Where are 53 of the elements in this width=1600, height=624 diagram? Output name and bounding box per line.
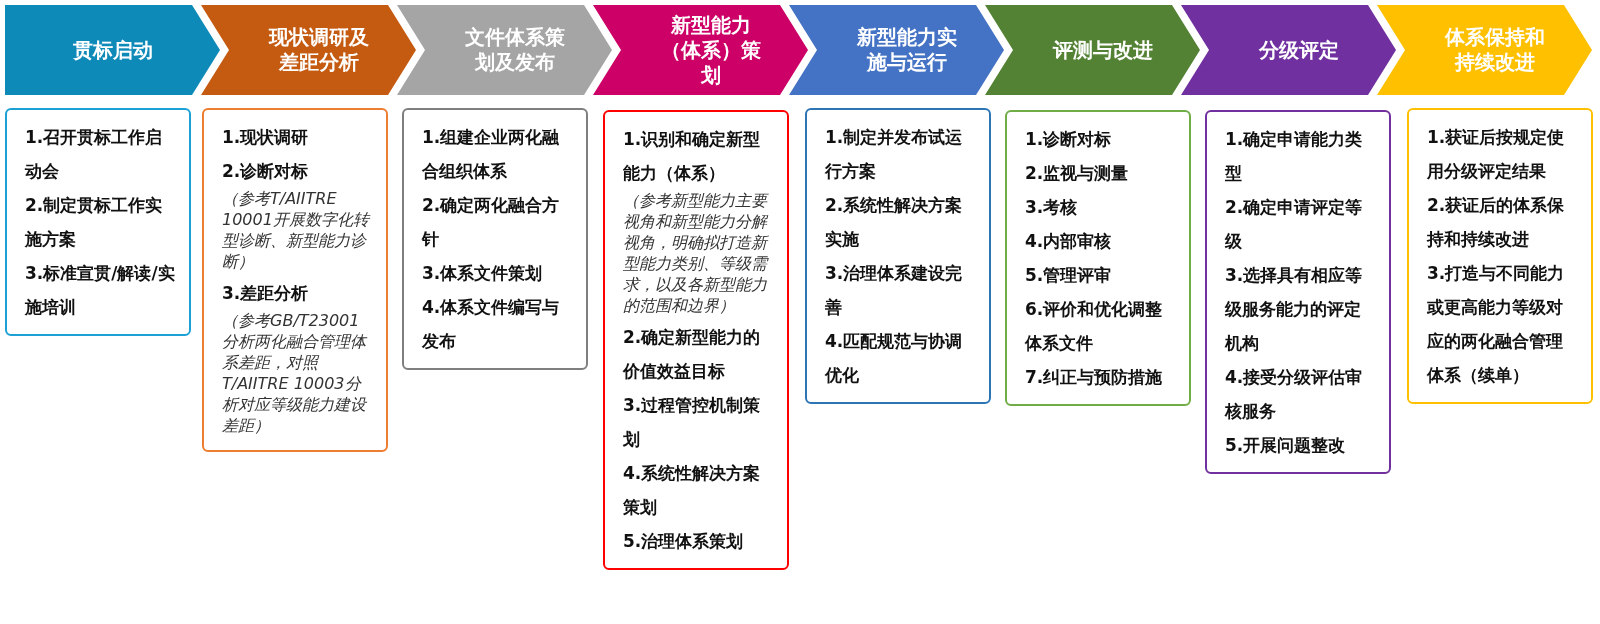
step-item: 1.识别和确定新型能力（体系） (623, 128, 762, 185)
step-item: 1.确定申请能力类型 (1225, 128, 1364, 185)
reference-note: （参考新型能力主要视角和新型能力分解视角，明确拟打造新型能力类别、等级需求，以及各新型能力的范围和边界） (623, 190, 770, 316)
step-item: 1.制定并发布试运行方案 (825, 126, 964, 183)
step-box (1005, 110, 1191, 406)
step-item: 2.确定新型能力的价值效益目标 (623, 326, 762, 383)
step-title: 分级评定 (1257, 37, 1340, 63)
step-item: 1.诊断对标 (1025, 128, 1113, 151)
step-item: 1.获证后按规定使用分级评定结果 (1427, 126, 1566, 183)
step-item: 3.过程管控机制策划 (623, 394, 762, 451)
step-item: 2.确定申请评定等级 (1225, 196, 1364, 253)
step-item: 2.制定贯标工作实施方案 (25, 194, 164, 251)
step-item: 5.开展问题整改 (1225, 434, 1347, 457)
step-item: 3.治理体系建设完善 (825, 262, 964, 319)
reference-note: （参考GB/T23001分析两化融合管理体系差距，对照T/AIITRE 10003分析对应等级能力建设差距） (222, 310, 369, 436)
reference-note: （参考T/AIITRE 10001开展数字化转型诊断、新型能力诊断） (222, 188, 372, 272)
step-item: 1.现状调研 (222, 126, 310, 149)
step-item: 3.考核 (1025, 196, 1079, 219)
step-item: 2.确定两化融合方针 (422, 194, 561, 251)
step-item: 6.评价和优化调整体系文件 (1025, 298, 1164, 355)
step-item: 2.获证后的体系保持和持续改进 (1427, 194, 1566, 251)
step-item: 3.体系文件策划 (422, 262, 544, 285)
step-title: 贯标启动 (71, 37, 154, 63)
step-title: 新型能力（体系）策划 (659, 12, 762, 88)
step-item: 2.诊断对标 (222, 160, 310, 183)
step-item: 4.匹配规范与协调优化 (825, 330, 964, 387)
step-item: 4.体系文件编写与发布 (422, 296, 561, 353)
step-item: 3.标准宣贯/解读/实施培训 (25, 262, 175, 319)
step-item: 3.差距分析 (222, 282, 310, 305)
step-title: 体系保持和持续改进 (1443, 25, 1546, 75)
step-item: 4.内部审核 (1025, 230, 1113, 253)
step-box (5, 108, 191, 336)
step-box (805, 108, 991, 404)
step-title: 文件体系策划及发布 (463, 25, 566, 75)
step-item: 3.打造与不同能力或更高能力等级对应的两化融合管理体系（续单） (1427, 262, 1566, 387)
step-item: 7.纠正与预防措施 (1025, 366, 1164, 389)
step-title: 现状调研及差距分析 (267, 25, 370, 75)
step-box (1205, 110, 1391, 474)
step-item: 5.治理体系策划 (623, 530, 745, 553)
step-item: 3.选择具有相应等级服务能力的评定机构 (1225, 264, 1364, 355)
step-item: 5.管理评审 (1025, 264, 1113, 287)
step-box (402, 108, 588, 370)
step-item: 1.召开贯标工作启动会 (25, 126, 164, 183)
step-box (202, 108, 388, 452)
step-item: 2.系统性解决方案实施 (825, 194, 964, 251)
step-box (603, 110, 789, 570)
step-item: 4.系统性解决方案策划 (623, 462, 762, 519)
step-title: 新型能力实施与运行 (855, 25, 958, 75)
step-item: 2.监视与测量 (1025, 162, 1130, 185)
step-title: 评测与改进 (1051, 37, 1154, 63)
step-box (1407, 108, 1593, 404)
step-item: 1.组建企业两化融合组织体系 (422, 126, 561, 183)
step-item: 4.接受分级评估审核服务 (1225, 366, 1364, 423)
